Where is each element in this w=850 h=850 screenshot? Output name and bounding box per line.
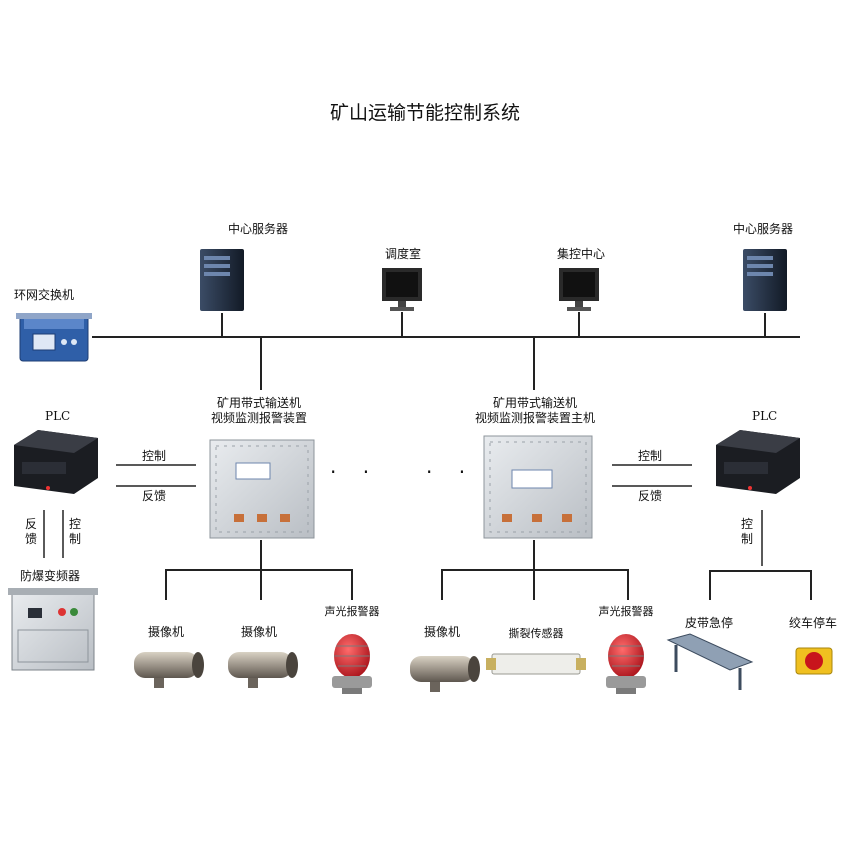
plc-left-label: PLC — [45, 409, 71, 423]
alarm-icon-right — [606, 634, 646, 694]
tear-sensor-label: 撕裂传感器 — [508, 627, 564, 640]
belt-stop-label: 皮带急停 — [684, 616, 734, 630]
right-device-label-line2: 视频监测报警装置主机 — [474, 411, 596, 425]
distribution-lines — [165, 540, 812, 600]
network-lines — [92, 312, 800, 390]
alarm-label-left: 声光报警器 — [324, 605, 380, 618]
signal-lines — [43, 464, 763, 566]
server-left-icon — [200, 249, 244, 311]
camera-icon-1 — [134, 652, 204, 688]
right-control-label: 控制 — [638, 449, 663, 463]
left-device-label-line1: 矿用带式输送机 — [216, 396, 302, 410]
plc-right-label: PLC — [752, 409, 778, 423]
control-center-label: 集控中心 — [556, 247, 606, 261]
left-feedback-label: 反馈 — [142, 489, 167, 503]
right-feedback-label: 反馈 — [638, 489, 663, 503]
winch-stop-label: 绞车停车 — [788, 616, 838, 630]
alarm-icon-left — [332, 634, 372, 694]
left-vertical-feedback-label: 反馈 — [24, 517, 37, 546]
diagram-title: 矿山运输节能控制系统 — [329, 102, 520, 124]
control-center-monitor-icon — [559, 268, 599, 311]
tear-sensor-icon — [486, 653, 586, 675]
inverter-cabinet-icon — [8, 588, 98, 671]
left-control-label: 控制 — [142, 449, 167, 463]
ring-switch-label: 环网交换机 — [14, 288, 75, 302]
camera-label-1: 摄像机 — [147, 625, 185, 639]
left-vertical-control-label: 控制 — [68, 517, 81, 546]
camera-icon-2 — [228, 652, 298, 688]
camera-label-3: 摄像机 — [423, 625, 461, 639]
right-device-label-line1: 矿用带式输送机 — [492, 396, 578, 410]
server-right-icon — [743, 249, 787, 311]
ellipsis-left: · · — [330, 460, 380, 484]
dispatch-room-label: 调度室 — [384, 247, 422, 261]
plc-right-icon — [716, 430, 800, 494]
left-cabinet-icon — [209, 439, 315, 539]
camera-label-2: 摄像机 — [240, 625, 278, 639]
belt-conveyor-icon — [666, 633, 754, 690]
right-cabinet-icon — [483, 435, 593, 539]
right-vertical-control-label: 控制 — [740, 517, 753, 546]
ring-switch-icon — [16, 313, 92, 362]
inverter-label: 防爆变频器 — [20, 569, 81, 583]
ellipsis-right: · · — [426, 460, 476, 484]
server-left-label: 中心服务器 — [227, 222, 289, 236]
dispatch-monitor-icon — [382, 268, 422, 311]
plc-left-icon — [14, 430, 98, 494]
server-right-label: 中心服务器 — [732, 222, 794, 236]
camera-icon-3 — [410, 656, 480, 692]
winch-stop-button-icon — [795, 647, 833, 675]
left-device-label-line2: 视频监测报警装置 — [210, 411, 308, 425]
alarm-label-right: 声光报警器 — [598, 605, 654, 618]
